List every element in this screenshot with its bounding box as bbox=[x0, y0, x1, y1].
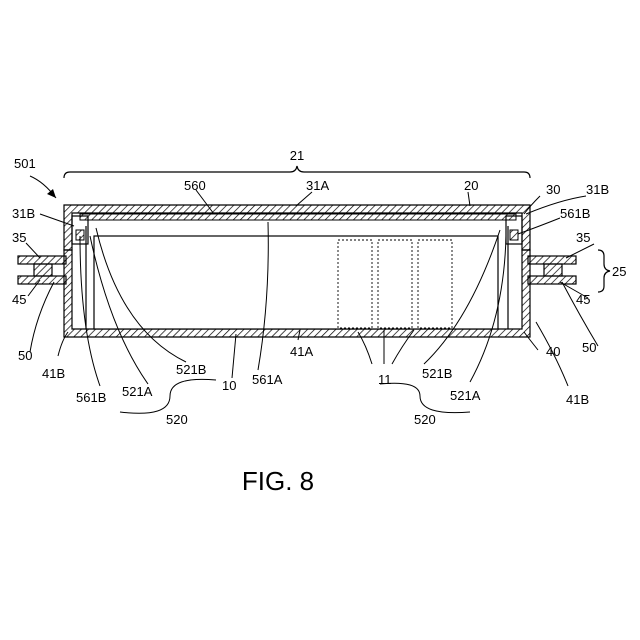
right-corner-pad bbox=[510, 230, 518, 240]
label-31A: 31A bbox=[306, 178, 329, 193]
arrowhead-501 bbox=[47, 189, 56, 198]
label-31B-right: 31B bbox=[586, 182, 609, 197]
brace-21 bbox=[64, 166, 530, 178]
label-520-left: 520 bbox=[166, 412, 188, 427]
label-561A: 561A bbox=[252, 372, 283, 387]
label-501: 501 bbox=[14, 156, 36, 171]
label-521B-left: 521B bbox=[176, 362, 206, 377]
label-520-right: 520 bbox=[414, 412, 436, 427]
left-upper-flange bbox=[18, 256, 66, 264]
label-35-left: 35 bbox=[12, 230, 26, 245]
label-20: 20 bbox=[464, 178, 478, 193]
label-31B-left: 31B bbox=[12, 206, 35, 221]
label-521B-right: 521B bbox=[422, 366, 452, 381]
left-sealant bbox=[34, 264, 52, 276]
label-35-right: 35 bbox=[576, 230, 590, 245]
label-560: 560 bbox=[184, 178, 206, 193]
label-561B-right: 561B bbox=[560, 206, 590, 221]
right-upper-flange bbox=[528, 256, 576, 264]
insulating-layer-560 bbox=[80, 214, 516, 220]
label-41B-right: 41B bbox=[566, 392, 589, 407]
label-45-left: 45 bbox=[12, 292, 26, 307]
figure-caption: FIG. 8 bbox=[242, 466, 314, 496]
label-10: 10 bbox=[222, 378, 236, 393]
label-11: 11 bbox=[378, 372, 392, 387]
label-41A: 41A bbox=[290, 344, 313, 359]
left-lower-flange bbox=[18, 276, 66, 284]
label-521A-left: 521A bbox=[122, 384, 153, 399]
label-30: 30 bbox=[546, 182, 560, 197]
label-521A-right: 521A bbox=[450, 388, 481, 403]
label-25: 25 bbox=[612, 264, 626, 279]
label-40: 40 bbox=[546, 344, 560, 359]
label-561B-left: 561B bbox=[76, 390, 106, 405]
label-21: 21 bbox=[290, 148, 304, 163]
label-50-right: 50 bbox=[582, 340, 596, 355]
right-lower-flange bbox=[528, 276, 576, 284]
label-41B-left: 41B bbox=[42, 366, 65, 381]
label-50-left: 50 bbox=[18, 348, 32, 363]
brace-25 bbox=[598, 250, 610, 292]
electrode-body-10 bbox=[94, 236, 498, 329]
right-sealant bbox=[544, 264, 562, 276]
label-45-right: 45 bbox=[576, 292, 590, 307]
